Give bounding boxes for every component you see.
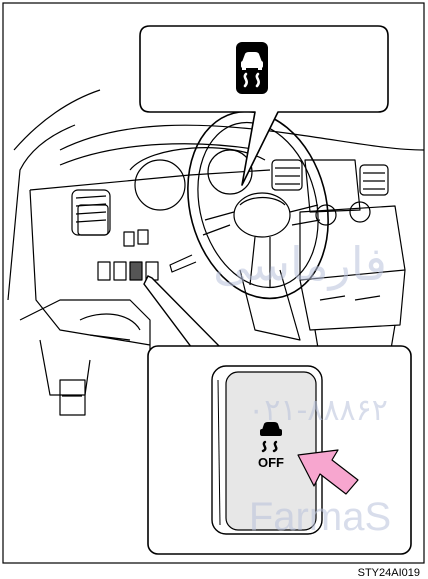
watermark-phone: ۰۲۱-۸۸۸۶۲ bbox=[248, 393, 388, 428]
vsc-skid-indicator-icon bbox=[236, 42, 268, 94]
indicator-callout bbox=[140, 26, 388, 185]
watermark-arabic: فارماسی bbox=[213, 237, 387, 291]
figure-caption-code: STY24AI019 bbox=[358, 567, 420, 579]
switch-off-label: OFF bbox=[258, 455, 284, 470]
watermark-latin: FarmaS bbox=[249, 495, 391, 539]
